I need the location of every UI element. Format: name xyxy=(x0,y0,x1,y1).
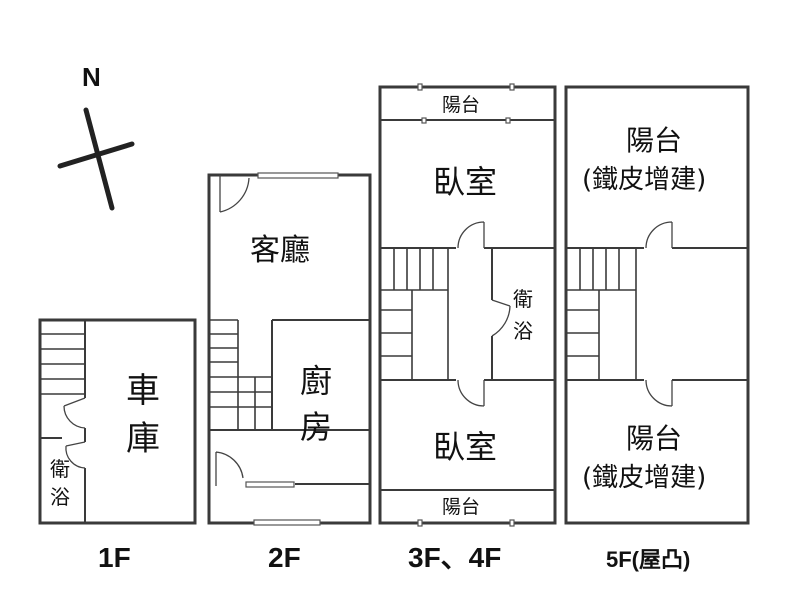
floor-1f: 車 庫 衛 浴 xyxy=(38,318,197,525)
floor-2f-window-mid xyxy=(245,481,295,488)
floor-1f-garage-char-1: 車 xyxy=(126,371,160,411)
floor-2f-living-label: 客廳 xyxy=(250,233,310,268)
floor-3f-bedroom-bottom-door xyxy=(457,379,485,407)
floor-3f-balcony-bottom-label: 陽台 xyxy=(442,496,480,518)
compass-crossbar xyxy=(57,141,135,169)
floor-5f-top-door xyxy=(645,221,673,249)
floor-5f-balcony-bottom-label-1: 陽台 xyxy=(626,422,682,455)
floor-5f-stairs xyxy=(566,248,637,380)
floor-caption-1f: 1F xyxy=(98,542,131,573)
floor-3f-outline xyxy=(378,85,557,525)
compass-north-label: N xyxy=(82,62,101,92)
floor-caption-5f: 5F(屋凸) xyxy=(606,547,690,572)
floor-3f-window-mid-2 xyxy=(505,117,511,124)
floor-3f-bedroom-bottom-label: 臥室 xyxy=(433,428,497,466)
floor-5f-bottom-door xyxy=(645,379,673,407)
floor-3f-window-top-1 xyxy=(417,83,423,91)
compass-needle xyxy=(83,107,115,211)
floor-1f-garage-char-2: 庫 xyxy=(126,419,160,459)
floor-3f-bedroom-top-label: 臥室 xyxy=(433,163,497,201)
floor-2f: 客廳 廚 房 xyxy=(207,172,372,526)
floor-caption-3f-4f: 3F、4F xyxy=(408,542,501,573)
floor-3f-window-bottom-2 xyxy=(509,519,515,527)
floor-3f-bath-label-2: 浴 xyxy=(513,319,533,343)
floor-2f-back-door xyxy=(215,451,244,486)
floor-5f-balcony-top-label-1: 陽台 xyxy=(626,124,682,157)
floor-1f-bath-door xyxy=(65,441,86,469)
floor-5f-balcony-top-label-2: (鐵皮增建) xyxy=(582,165,706,195)
floor-3f-window-mid-1 xyxy=(421,117,427,124)
floor-2f-entry-door xyxy=(219,175,250,213)
floor-2f-kitchen-label-1: 廚 xyxy=(300,362,332,400)
floor-5f-balcony-bottom-label-2: (鐵皮增建) xyxy=(582,463,706,493)
floor-3f-stairs xyxy=(380,248,449,380)
floor-2f-outline xyxy=(207,173,372,525)
floor-1f-bath-label-1: 衛 xyxy=(50,457,70,481)
compass: N xyxy=(57,62,135,211)
floor-3f-balcony-top-label: 陽台 xyxy=(442,94,480,116)
floor-3f-bath-label-1: 衛 xyxy=(513,287,533,311)
floor-3f-window-bottom-1 xyxy=(417,519,423,527)
floor-5f: 陽台 (鐵皮增建) 陽台 (鐵皮增建) xyxy=(564,85,750,525)
floor-3f-4f: 陽台 臥室 衛 浴 臥室 陽台 xyxy=(378,83,557,527)
floor-1f-stairs xyxy=(40,333,85,395)
floor-5f-outline xyxy=(564,85,750,525)
floor-caption-2f: 2F xyxy=(268,542,301,573)
floor-1f-outline xyxy=(38,318,197,525)
floor-2f-kitchen-label-2: 房 xyxy=(300,408,332,446)
floor-2f-window-top xyxy=(257,172,339,179)
floor-2f-stairs xyxy=(209,319,272,430)
floor-1f-stair-door xyxy=(63,397,86,429)
floor-3f-window-top-2 xyxy=(509,83,515,91)
floor-3f-bedroom-top-door xyxy=(457,221,485,249)
floor-3f-bath-door xyxy=(491,299,511,337)
floor-1f-bath-label-2: 浴 xyxy=(50,485,70,509)
floor-2f-window-bottom xyxy=(253,519,321,526)
